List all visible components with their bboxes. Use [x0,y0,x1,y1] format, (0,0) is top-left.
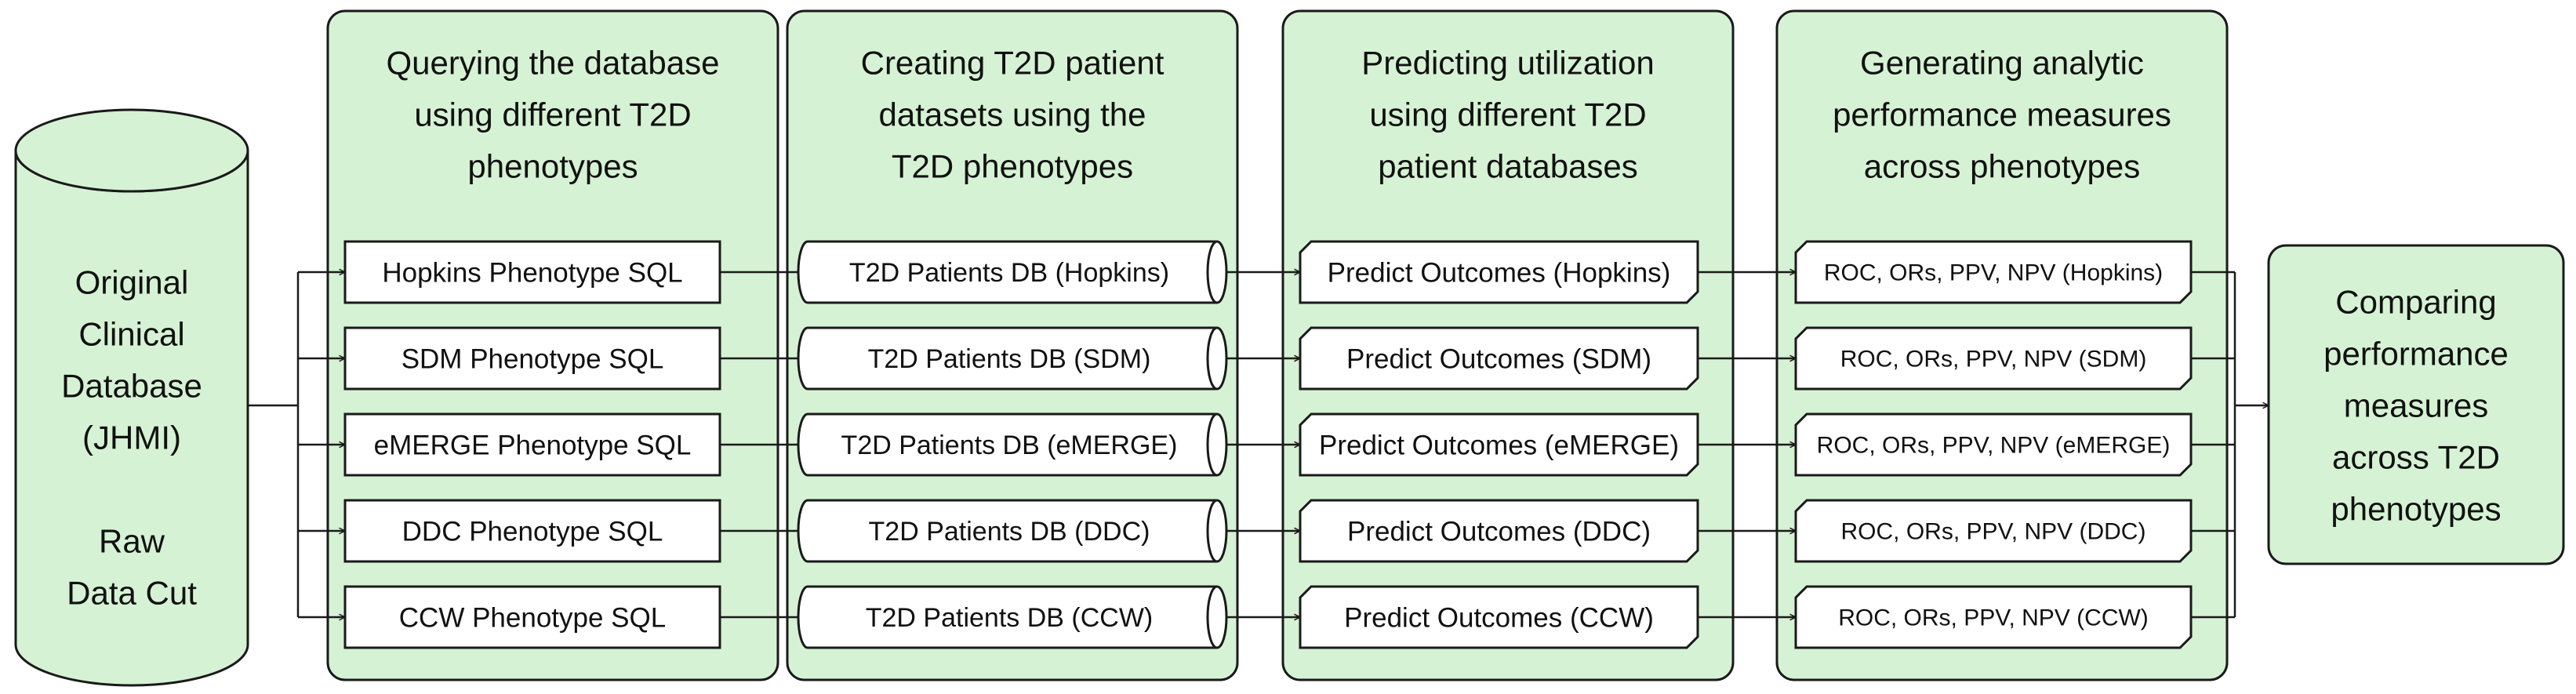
query-node-label: CCW Phenotype SQL [399,603,666,634]
predict-node-hopkins [1299,240,1699,304]
predict-node-label: Predict Outcomes (DDC) [1347,517,1651,547]
dataset-node-hopkins-rim [1206,240,1218,304]
predict-node-sdm [1299,326,1699,391]
query-node-sdm [343,326,721,391]
query-node-ddc [343,499,721,563]
stage-title-line: Querying the database [387,45,720,82]
measures-node-emerge [1794,412,2193,477]
source-label-line: Data Cut [67,575,197,612]
predict-node-label: Predict Outcomes (SDM) [1346,344,1651,375]
predict-node-ddc [1299,499,1699,563]
stage-title-line: using different T2D [1369,96,1646,133]
query-node-label: eMERGE Phenotype SQL [374,431,692,461]
measures-node-hopkins [1794,240,2193,304]
stage-title-line: Predicting utilization [1361,45,1655,82]
measures-node-sdm [1794,326,2193,391]
stage-title-line: T2D phenotypes [892,148,1133,185]
dataset-node-emerge-rim [1206,412,1218,477]
measures-node-label: ROC, ORs, PPV, NPV (Hopkins) [1824,260,2163,286]
stage-title-line: Generating analytic [1860,45,2144,82]
dataset-node-label: T2D Patients DB (SDM) [868,344,1151,374]
dataset-node-label: T2D Patients DB (Hopkins) [849,258,1169,288]
dataset-node-ccw-rim [1206,585,1218,649]
result-label-line: across T2D [2332,439,2500,476]
measures-node-label: ROC, ORs, PPV, NPV (DDC) [1841,519,2146,545]
stage-title-line: phenotypes [467,148,638,185]
result-label-line: measures [2344,387,2488,424]
source-label-line: Database [61,368,202,405]
stage-title-line: performance measures [1833,96,2171,133]
measures-node-label: ROC, ORs, PPV, NPV (CCW) [1838,605,2149,631]
measures-node-label: ROC, ORs, PPV, NPV (SDM) [1840,347,2147,372]
predict-node-label: Predict Outcomes (eMERGE) [1319,431,1679,461]
query-node-emerge [343,412,721,477]
predict-node-label: Predict Outcomes (CCW) [1344,603,1654,634]
result-label-line: phenotypes [2331,491,2501,528]
predict-node-emerge [1299,412,1699,477]
stage-title-line: using different T2D [414,96,691,133]
stage-title-line: Creating T2D patient [861,45,1164,82]
query-node-label: Hopkins Phenotype SQL [382,258,682,289]
stage-title-line: patient databases [1378,148,1638,185]
predict-node-ccw [1299,585,1699,649]
query-node-hopkins [343,240,721,304]
dataset-node-ddc-rim [1206,499,1218,563]
result-label-line: performance [2323,336,2509,372]
predict-node-label: Predict Outcomes (Hopkins) [1328,258,1671,289]
source-label-line: Clinical [78,316,184,353]
source-label-line: Raw [99,523,165,560]
dataset-node-sdm-rim [1206,326,1218,391]
source-database-cylinder-top [14,108,249,193]
measures-node-label: ROC, ORs, PPV, NPV (eMERGE) [1817,433,2171,459]
dataset-node-label: T2D Patients DB (DDC) [869,517,1150,547]
result-label-line: Comparing [2335,284,2496,321]
source-label-line: Original [75,264,189,301]
dataset-node-label: T2D Patients DB (CCW) [866,603,1154,633]
stage-title-line: datasets using the [879,96,1146,133]
query-node-ccw [343,585,721,649]
query-node-label: DDC Phenotype SQL [402,517,663,547]
measures-node-ddc [1794,499,2193,563]
measures-node-ccw [1794,585,2193,649]
stage-title-line: across phenotypes [1864,148,2141,185]
dataset-node-label: T2D Patients DB (eMERGE) [841,431,1178,460]
source-label-line: (JHMI) [82,420,181,456]
query-node-label: SDM Phenotype SQL [401,344,664,375]
